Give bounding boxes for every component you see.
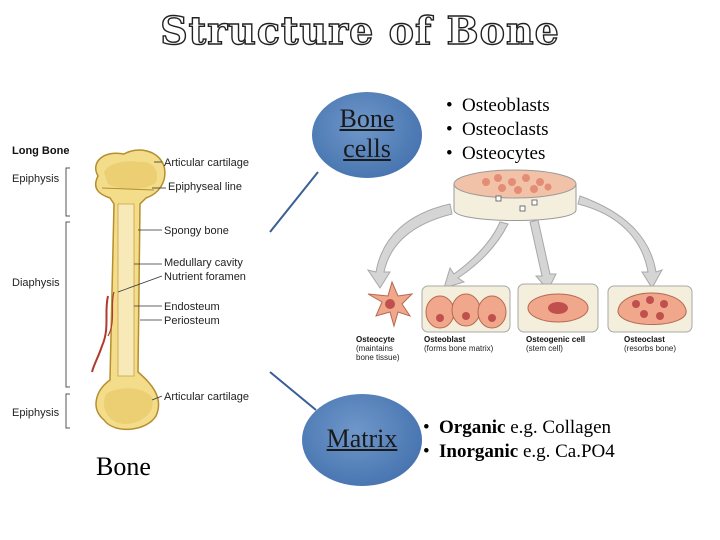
osteocyte-desc-1: (maintains — [356, 344, 393, 353]
bone-cell-figure: Osteocyte (maintains bone tissue) Osteob… — [356, 169, 693, 362]
osteogenic-cell — [517, 283, 599, 333]
osteocyte-desc-2: bone tissue) — [356, 353, 400, 362]
osteoclast-cell — [607, 285, 693, 333]
osteogenic-desc: (stem cell) — [526, 344, 563, 353]
bone-cells-line2: cells — [343, 134, 391, 163]
osteocyte-name: Osteocyte — [356, 335, 395, 344]
label-nutrient-foramen: Nutrient foramen — [164, 271, 246, 283]
label-periosteum: Periosteum — [164, 315, 220, 327]
list-item: Inorganic e.g. Ca.PO4 — [423, 440, 615, 464]
diagram-heading: Long Bone — [12, 145, 69, 157]
matrix-item-rest: e.g. Ca.PO4 — [518, 441, 615, 462]
list-item: Osteoblasts — [446, 94, 550, 118]
matrix-item-bold: Inorganic — [439, 441, 519, 462]
label-endosteum: Endosteum — [164, 301, 220, 313]
osteoblast-cells — [421, 285, 511, 333]
cell-arrows — [366, 195, 664, 291]
list-item: Osteoclasts — [446, 118, 550, 142]
label-articular-cartilage-bottom: Articular cartilage — [164, 391, 249, 403]
label-diaphysis: Diaphysis — [12, 277, 60, 289]
osteocyte-cell — [367, 280, 414, 328]
label-epiphysis-bottom: Epiphysis — [12, 407, 60, 419]
osteoblast-desc: (forms bone matrix) — [424, 344, 494, 353]
osteoclast-desc: (resorbs bone) — [624, 344, 676, 353]
bone-cells-line1: Bone — [339, 104, 395, 133]
osteogenic-name: Osteogenic cell — [526, 335, 585, 344]
label-spongy-bone: Spongy bone — [164, 225, 229, 237]
femur-illustration — [91, 149, 166, 431]
label-articular-cartilage-top: Articular cartilage — [164, 157, 249, 169]
osteoblast-name: Osteoblast — [424, 335, 466, 344]
bone-cells-bubble: Bone cells — [312, 92, 422, 178]
list-item: Organic e.g. Collagen — [423, 416, 615, 440]
long-bone-diagram: Long Bone Epiphysis Diaphysis Epiphysis … — [12, 145, 249, 431]
list-item: Osteocytes — [446, 142, 550, 166]
page-title: Structure of Bone — [160, 7, 560, 53]
region-brackets — [65, 167, 70, 429]
bone-cells-list: Osteoblasts Osteoclasts Osteocytes — [446, 94, 550, 166]
osteoclast-name: Osteoclast — [624, 335, 665, 344]
matrix-bubble: Matrix — [302, 394, 422, 486]
matrix-item-rest: e.g. Collagen — [505, 417, 612, 438]
label-epiphysis-top: Epiphysis — [12, 173, 60, 185]
leader-lines — [117, 161, 166, 401]
bone-tissue-cylinder — [453, 169, 577, 221]
bone-caption: Bone — [96, 452, 151, 481]
matrix-list: Organic e.g. Collagen Inorganic e.g. Ca.… — [423, 416, 615, 464]
label-medullary-cavity: Medullary cavity — [164, 257, 243, 269]
matrix-label: Matrix — [326, 424, 398, 453]
label-epiphyseal-line: Epiphyseal line — [168, 181, 242, 193]
matrix-item-bold: Organic — [439, 417, 506, 438]
